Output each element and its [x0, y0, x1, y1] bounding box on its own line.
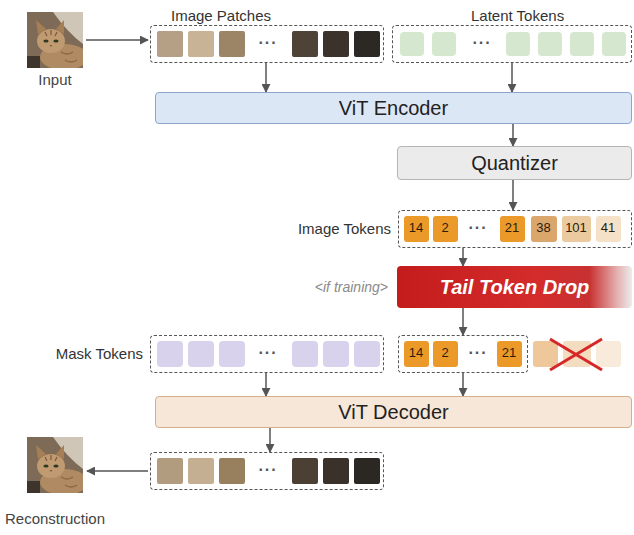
box-label: ViT Decoder	[338, 401, 448, 424]
token-id: 41	[601, 221, 615, 236]
condition-note: <if training>	[315, 279, 388, 295]
token-box: 21	[497, 341, 522, 367]
flow-arrow	[512, 124, 514, 146]
ellipsis: ···	[251, 344, 285, 362]
image-caption: Reconstruction	[5, 510, 105, 527]
group-heading: Image Patches	[171, 7, 271, 24]
cat-photo	[27, 12, 88, 70]
token-group-box: Latent Tokens···	[392, 25, 632, 63]
flow-arrow	[462, 308, 464, 335]
ellipsis: ···	[251, 461, 285, 479]
flow-arrow	[462, 373, 464, 396]
flow-arrow	[512, 180, 514, 210]
group-heading: Mask Tokens	[56, 345, 143, 362]
token-box: 14	[404, 216, 429, 242]
token-id: 14	[409, 221, 423, 236]
token-box: 14	[404, 341, 429, 367]
reconstructed-cat-photo	[27, 437, 88, 495]
token-id: 21	[505, 221, 519, 236]
token-group-box: Image Tokens···142213810141	[398, 210, 632, 248]
flow-arrow	[462, 248, 464, 266]
output-arrow	[87, 470, 148, 472]
token-id: 2	[441, 221, 448, 236]
token-id: 21	[502, 346, 516, 361]
ellipsis: ···	[461, 344, 495, 362]
ellipsis: ···	[251, 34, 285, 52]
token-id: 101	[565, 221, 587, 236]
quantizer-box: Quantizer	[397, 146, 632, 180]
image-caption: Input	[38, 71, 71, 88]
token-box: 38	[531, 216, 557, 242]
ellipsis: ···	[461, 219, 495, 237]
flow-arrow	[265, 373, 267, 396]
token-group-box: Image Patches···	[150, 25, 384, 63]
group-heading: Image Tokens	[298, 220, 391, 237]
decoder-bar: ViT Decoder	[155, 396, 632, 428]
token-group-box: Mask Tokens···	[150, 335, 384, 373]
ellipsis: ···	[465, 34, 499, 52]
encoder-bar: ViT Encoder	[155, 92, 632, 124]
drop-box: Tail Token Drop	[397, 266, 632, 308]
token-group-box: ···	[150, 452, 384, 490]
token-box: 21	[500, 216, 525, 242]
token-box: 101	[562, 216, 591, 242]
token-box: 2	[433, 341, 458, 367]
latent-tokens	[400, 32, 626, 56]
flow-arrow	[265, 63, 267, 92]
image-patches	[157, 31, 380, 57]
token-box: 2	[433, 216, 458, 242]
mask-tokens	[157, 341, 380, 367]
box-label: Tail Token Drop	[440, 276, 590, 299]
flow-arrow	[269, 428, 271, 452]
flow-arrow	[511, 63, 513, 92]
token-id: 38	[536, 221, 550, 236]
box-label: Quantizer	[471, 152, 558, 175]
input-arrow	[86, 39, 148, 41]
box-label: ViT Encoder	[339, 97, 448, 120]
token-group-box: ··· 14 2 21	[398, 335, 528, 373]
token-box: 41	[596, 216, 621, 242]
dropped-tokens	[533, 339, 621, 370]
token-id: 2	[441, 346, 448, 361]
group-heading: Latent Tokens	[471, 7, 564, 24]
reconstructed-patches	[157, 458, 380, 484]
token-id: 14	[409, 346, 423, 361]
